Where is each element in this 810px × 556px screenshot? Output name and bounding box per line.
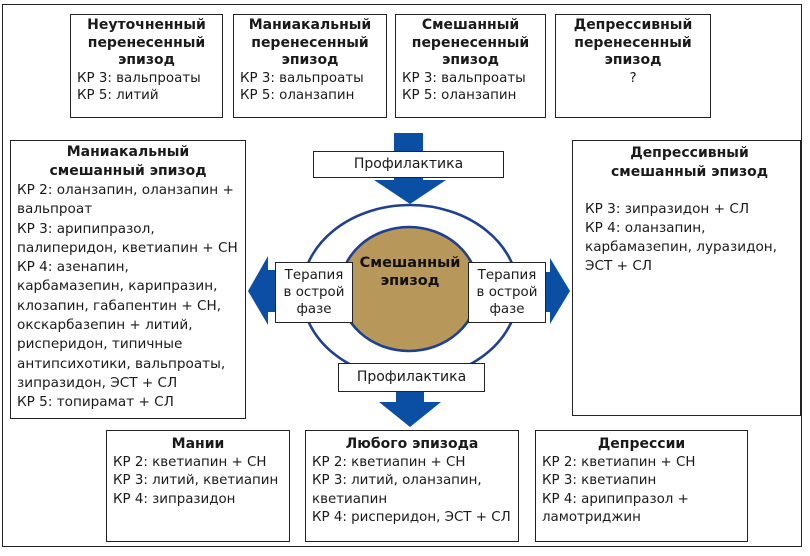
recommendation-line: окскарбазепин + литий, [17,317,193,334]
arrow-right-icon [544,258,570,324]
therapy-text: в острой [283,285,345,300]
recommendation-line: кветиапин [312,491,388,507]
box-title: Депрессивный перенесенный эпизод [562,17,704,70]
recommendation-line: КР 3: арипипразол, [17,220,155,237]
recommendation-line: рисперидон, типичные [17,336,183,353]
title-line: Депрессивный [630,145,749,161]
recommendation-line: КР 2: оланзапин, оланзапин + [17,182,234,198]
arrow-left-icon [248,256,276,325]
box-title: Маниакальный перенесенный эпизод [240,17,380,70]
acute-therapy-label-left: Терапия в острой фазе [275,262,353,323]
title-line: эпизод [118,52,175,69]
title-line: Любого эпизода [345,436,479,452]
therapy-text: Терапия [284,268,344,283]
recommendation-line: КР 5: оланзапин [240,88,355,104]
box-mania: Мании КР 2: кветиапин + СН КР 3: литий, … [106,430,290,542]
recommendation-line: КР 5: оланзапин [402,88,517,104]
prophylaxis-text: Профилактика [353,156,464,172]
title-line: эпизод [380,273,440,289]
recommendation-line: КР 4: зипразидон [113,491,236,507]
title-line: эпизод [442,52,499,69]
recommendation-line: КР 3: кветиапин [542,473,657,489]
unknown-recommendation: ? [629,70,637,86]
title-line: Маниакальный [248,17,372,33]
recommendation-line: вальпроат [17,201,93,218]
box-title: Депрессивный смешанный эпизод [585,143,794,182]
recommendation-line: КР 3: зипразидон + СЛ [585,201,750,217]
recommendation-line: КР 5: литий [77,88,159,104]
recommendation-line: ЭСТ + СЛ [585,258,653,274]
recommendation-line: КР 4: азенапин, [17,259,129,276]
recommendation-line: зипразидон, ЭСТ + СЛ [17,374,178,391]
title-line: Маниакальный [66,144,190,160]
box-mixed-prior-episode: Смешанный перенесенный эпизод КР 3: валь… [395,14,546,118]
recommendation-line: антипсихотики, вальпроаты, [17,355,226,372]
box-title: Любого эпизода [312,436,512,454]
title-line: Мании [171,436,225,452]
title-line: смешанный эпизод [610,164,769,180]
recommendation-line: КР 4: рисперидон, ЭСТ + СЛ [312,510,511,526]
title-line: перенесенный [574,34,692,51]
diagram-frame [2,4,802,547]
box-title: Смешанный перенесенный эпизод [402,17,539,70]
arrow-down-bottom-icon [379,392,441,427]
title-line: эпизод [604,52,662,69]
recommendation-line: карбамазепин, луразидон, [585,239,777,255]
recommendation-line: карбамазепин, карипразин, [17,278,218,295]
title-line: эпизод [281,52,339,69]
box-depression: Депрессии КР 2: кветиапин + СН КР 3: кве… [535,430,748,542]
therapy-text: в острой [476,285,538,300]
therapy-text: фазе [489,302,525,317]
title-line: Смешанный [359,255,461,271]
title-line: перенесенный [411,34,530,51]
recommendation-line: ламотриджин [542,510,641,526]
title-line: Депрессивный [573,17,693,33]
title-line: смешанный эпизод [49,163,207,179]
title-line: Неуточненный [87,17,206,33]
box-manic-prior-episode: Маниакальный перенесенный эпизод КР 3: в… [233,14,387,118]
box-depressive-mixed-episode: Депрессивный смешанный эпизод КР 3: зипр… [572,140,801,416]
title-line: перенесенный [251,34,369,51]
prophylaxis-label-bottom: Профилактика [338,363,485,392]
box-title: Маниакальный смешанный эпизод [17,143,239,181]
recommendation-line: КР 3: вальпроаты [77,70,201,86]
recommendation-line: КР 2: кветиапин + СН [312,454,466,470]
title-line: перенесенный [87,34,206,51]
recommendation-line: палиперидон, кветиапин + СН [17,239,238,256]
recommendation-line: клозапин, габапентин + СН, [17,297,222,314]
box-title: Неуточненный перенесенный эпизод [77,17,216,70]
recommendation-line: КР 4: арипипразол + [542,491,689,507]
title-line: Депрессии [597,436,686,452]
title-line: Смешанный [421,17,520,33]
recommendation-line: КР 2: кветиапин + СН [542,454,696,470]
recommendation-line: КР 3: вальпроаты [240,70,364,86]
acute-therapy-label-right: Терапия в острой фазе [468,262,546,323]
prophylaxis-text: Профилактика [356,369,467,385]
therapy-text: Терапия [477,268,537,283]
recommendation-line: КР 5: топирамат + СЛ [17,394,174,411]
recommendation-line: КР 3: литий, оланзапин, [312,473,482,489]
box-title: Мании [113,436,283,454]
recommendation-line: КР 3: литий, кветиапин [113,473,279,489]
box-any-episode: Любого эпизода КР 2: кветиапин + СН КР 3… [305,430,519,542]
mixed-episode-title: Смешанный эпизод [345,254,475,290]
box-manic-mixed-episode: Маниакальный смешанный эпизод КР 2: олан… [10,140,246,419]
recommendation-line: КР 4: оланзапин, [585,220,706,236]
box-title: Депрессии [542,436,741,454]
recommendation-line: КР 3: вальпроаты [402,70,526,86]
therapy-text: фазе [296,302,332,317]
prophylaxis-label-top: Профилактика [313,151,504,178]
recommendation-line: КР 2: кветиапин + СН [113,454,267,470]
box-depressive-prior-episode: Депрессивный перенесенный эпизод ? [555,14,711,118]
box-unspecified-prior-episode: Неуточненный перенесенный эпизод КР 3: в… [70,14,223,118]
